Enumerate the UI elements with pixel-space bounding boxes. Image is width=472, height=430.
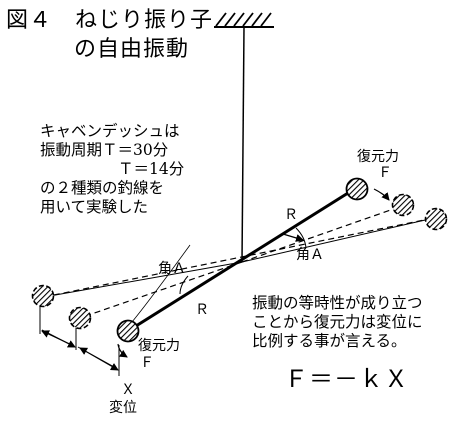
dashed-rod-left: [79, 261, 243, 319]
angle-arc-left: [179, 275, 189, 295]
explanation-line-1: 振動の等時性が成り立つ: [252, 294, 423, 312]
angle-label-left: 角Ａ: [158, 261, 186, 277]
ball-top-mid: [391, 193, 415, 217]
force-label-bottom: Ｆ: [140, 355, 154, 371]
displacement-dimensions: [39, 306, 120, 376]
formula: Ｆ＝－ｋＸ: [284, 365, 409, 393]
ball-bottom-mid: [68, 306, 92, 330]
extreme-rod-left: [43, 261, 243, 298]
note-line-2: 振動周期Ｔ＝30分: [40, 141, 169, 159]
dashed-rod-right: [241, 205, 403, 263]
ball-top: [345, 177, 369, 201]
explanation-line-2: ことから復元力は変位に: [252, 313, 423, 331]
radius-label-top: Ｒ: [284, 207, 298, 223]
swing-arc: [131, 244, 191, 323]
displacement-label: 変位: [109, 400, 137, 416]
equilibrium-line: [43, 217, 435, 298]
angle-label-right: 角Ａ: [296, 247, 324, 263]
extreme-rod-right: [241, 217, 435, 263]
ceiling-support: [214, 12, 274, 28]
radius-arrow: [282, 233, 304, 242]
radius-label-bottom: Ｒ: [195, 302, 209, 318]
note-line-1: キャベンデッシュは: [40, 122, 180, 140]
ball-bottom-far: [31, 284, 55, 308]
ball-bottom: [116, 319, 140, 343]
figure-title-line2: の自由振動: [74, 37, 190, 62]
restoring-force-label-bottom: 復元力: [138, 338, 180, 354]
figure-title-line1: 図４ ねじり振り子: [6, 8, 214, 33]
force-label-top: Ｆ: [378, 165, 392, 181]
displacement-x-label: Ｘ: [121, 382, 135, 398]
suspension-wire: [241, 26, 245, 263]
force-arrow-bottom: [117, 343, 128, 358]
ball-top-far: [424, 207, 448, 231]
note-line-4: の２種類の釣線を: [40, 179, 165, 197]
note-line-5: 用いて実験した: [40, 198, 149, 216]
note-line-3: Ｔ＝14分: [118, 160, 185, 178]
restoring-force-label-top: 復元力: [357, 149, 399, 165]
force-arrow-top: [373, 188, 390, 201]
explanation-line-3: 比例する事が言える。: [252, 332, 407, 350]
current-rod: [127, 186, 357, 333]
